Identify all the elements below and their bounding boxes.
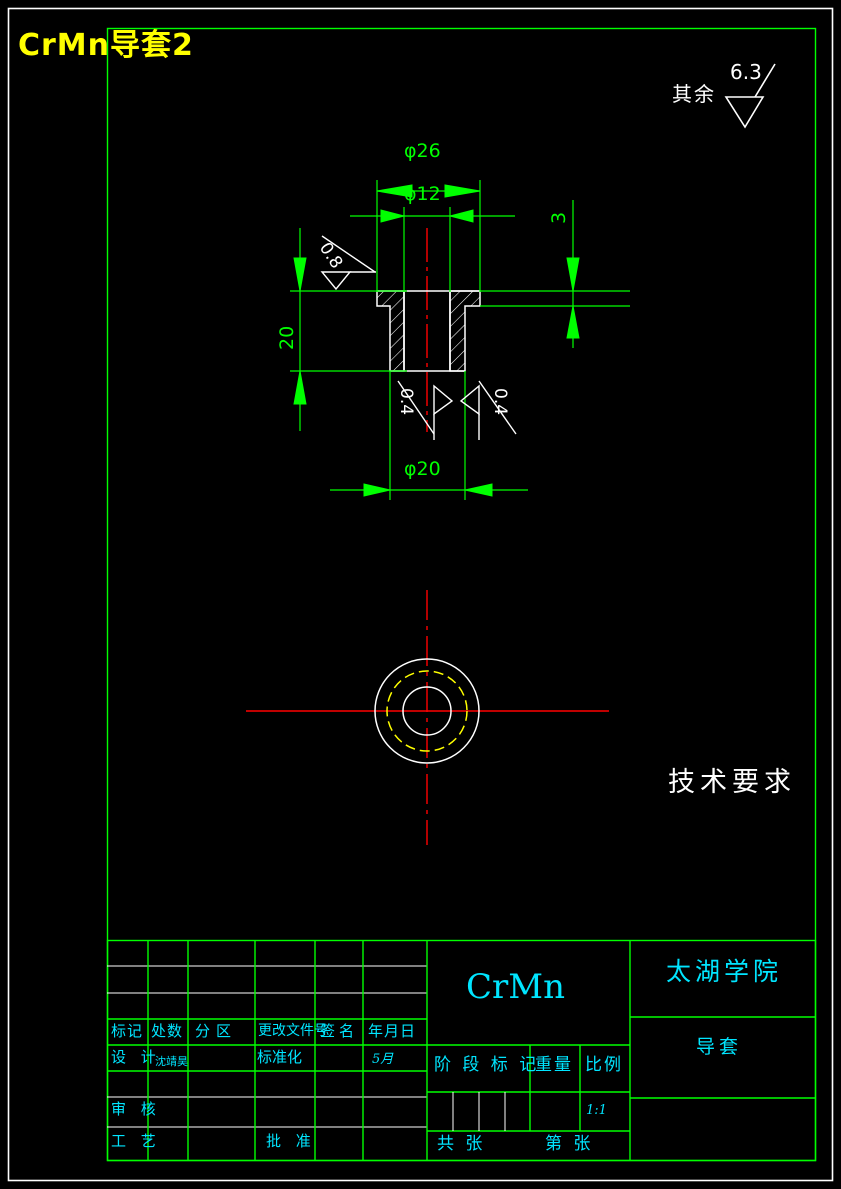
- revision-header-1: 处数: [151, 1022, 184, 1040]
- dim-label-bore-diameter: φ12: [404, 183, 441, 205]
- part-name: 导套: [696, 1036, 743, 1058]
- general-roughness-value: 6.3: [730, 60, 762, 84]
- titleblock-row-date-0: 5月: [372, 1052, 394, 1067]
- page-title: CrMn导套2: [18, 28, 194, 63]
- flange-left-section: [376, 290, 405, 372]
- institution-name: 太湖学院: [666, 957, 783, 986]
- dim-outer-diameter: [376, 180, 481, 292]
- titleblock-row-label-0: 设 计: [111, 1048, 161, 1066]
- dim-body-diameter: [330, 371, 528, 500]
- revision-header-3: 更改文件号: [258, 1023, 328, 1039]
- general-roughness-label: 其余: [672, 82, 716, 106]
- dim-flange-thickness: [480, 200, 630, 348]
- dim-body-length: [290, 228, 407, 431]
- flange-right-section: [449, 290, 481, 372]
- dim-label-body-length: 20: [276, 325, 298, 350]
- weight-label: 重量: [535, 1055, 573, 1075]
- revision-header-2: 分区: [195, 1022, 238, 1040]
- title-block-grid: [106, 939, 817, 1162]
- roughness-symbol-flange: [320, 235, 376, 291]
- dim-label-body-diameter: φ20: [404, 458, 441, 480]
- revision-header-4: 签名: [320, 1022, 359, 1040]
- general-roughness-symbol: [724, 63, 776, 129]
- titleblock-row-label-2: 审 核: [111, 1100, 161, 1118]
- titleblock-row-label-3: 工 艺: [111, 1132, 161, 1150]
- titleblock-row-mid-0: 标准化: [257, 1048, 303, 1066]
- plan-circle-bore: [402, 686, 452, 736]
- sheet-index-label: 第 张: [545, 1134, 594, 1154]
- plan-circle-hidden: [386, 670, 468, 752]
- revision-header-5: 年月日: [368, 1022, 417, 1040]
- plan-circle-outer: [374, 658, 480, 764]
- material-label: CrMn: [466, 967, 565, 1007]
- plan-view: [246, 590, 609, 845]
- roughness-value-bore-left: 0.4: [396, 388, 416, 416]
- tech-requirements-heading: 技术要求: [668, 767, 796, 798]
- titleblock-row-mid-3: 批 准: [266, 1132, 316, 1150]
- sheet-border: [7, 7, 834, 1182]
- roughness-value-bore-right: 0.4: [490, 388, 510, 416]
- designer-name: 沈靖昊: [155, 1055, 188, 1068]
- stage-mark-label: 阶 段 标 记: [434, 1055, 540, 1075]
- sheet-total-label: 共 张: [437, 1134, 486, 1154]
- dim-bore-diameter: [350, 207, 515, 292]
- scale-label: 比例: [585, 1055, 623, 1075]
- roughness-symbol-bore-left: [397, 380, 454, 440]
- dim-label-outer-diameter: φ26: [404, 140, 441, 162]
- scale-value: 1:1: [586, 1103, 607, 1118]
- roughness-symbol-bore-right: [459, 380, 517, 440]
- revision-header-0: 标记: [111, 1022, 144, 1040]
- dim-label-flange-thickness: 3: [548, 211, 570, 224]
- drawing-frame: [106, 27, 817, 1162]
